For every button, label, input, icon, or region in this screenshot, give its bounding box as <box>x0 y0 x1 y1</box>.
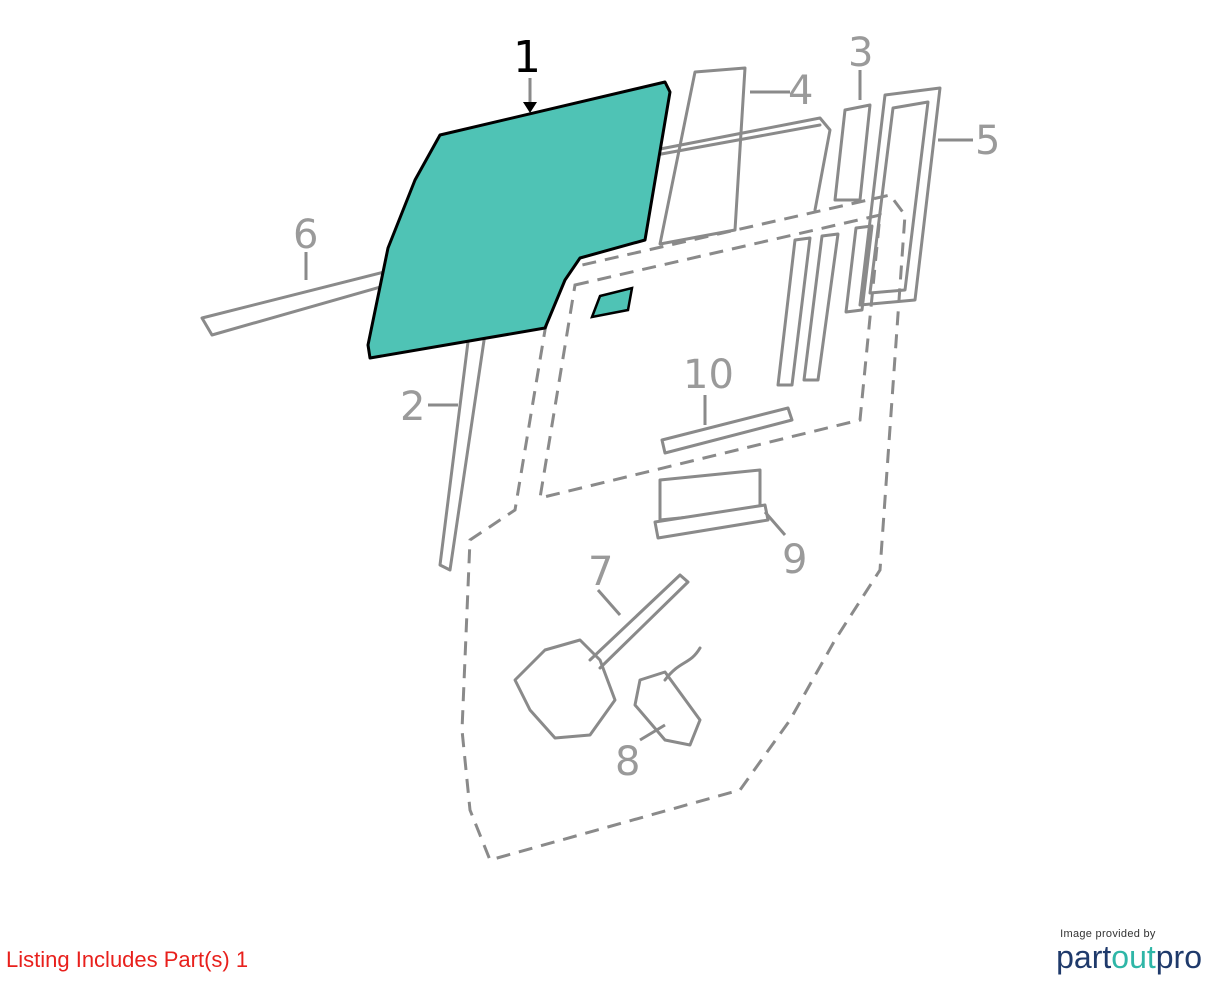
part-8-wire <box>663 646 702 682</box>
callout-6: 6 <box>293 212 318 258</box>
part-5-channel <box>858 86 942 307</box>
credit-caption: Image provided by <box>1060 928 1156 940</box>
callout-2: 2 <box>400 384 425 430</box>
part-3-channel <box>833 103 872 202</box>
part-7-regulator <box>513 638 617 740</box>
callout-7: 7 <box>588 549 613 595</box>
image-credit: Image provided by partoutpro <box>1056 928 1202 974</box>
logo-part: part <box>1056 939 1112 975</box>
callout-3: 3 <box>848 30 873 76</box>
callout-5: 5 <box>975 118 1000 164</box>
callout-4: 4 <box>788 68 813 114</box>
callout-1: 1 <box>513 32 541 83</box>
callout-8: 8 <box>615 739 640 785</box>
part-9-bar <box>653 503 770 540</box>
partoutpro-logo[interactable]: partoutpro <box>1056 940 1202 974</box>
run-strips <box>776 224 874 387</box>
callout-arrows <box>304 70 973 742</box>
logo-pro: pro <box>1155 939 1202 975</box>
part-7-arm <box>588 573 690 670</box>
part-10-strip <box>660 406 794 455</box>
logo-out: out <box>1111 939 1156 975</box>
part-1-door-glass <box>366 80 672 360</box>
callout-9: 9 <box>782 537 807 583</box>
door-outline <box>460 193 907 862</box>
window-opening <box>538 213 882 500</box>
part-8-motor <box>633 670 702 747</box>
callout-10: 10 <box>683 352 734 398</box>
listing-includes-text: Listing Includes Part(s) 1 <box>6 947 249 972</box>
part-4-fixed-glass <box>658 66 747 246</box>
part-1-small-pane <box>590 286 634 319</box>
